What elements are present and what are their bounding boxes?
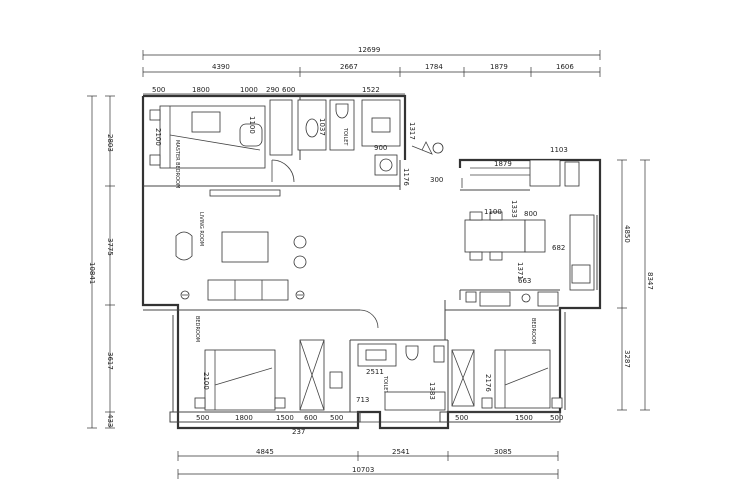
ottoman-1 — [293, 235, 307, 249]
fridge — [529, 159, 561, 187]
dim-top-4: 1879 — [490, 63, 508, 71]
dim-682: 682 — [552, 244, 565, 252]
dim-top-5: 1606 — [556, 63, 574, 71]
dim-1371: 1371 — [516, 262, 524, 280]
dim-sub-1: 500 — [152, 86, 165, 94]
dim-bottom-2: 2541 — [392, 448, 410, 456]
toilet-bowl-bottom — [405, 345, 419, 361]
second-bedroom-label: BEDROOM — [194, 316, 200, 342]
dim-left-1: 2803 — [106, 134, 114, 152]
coffee-table — [221, 231, 269, 263]
ottoman-2 — [293, 255, 307, 269]
dim-left-2: 3775 — [106, 238, 114, 256]
right-dimensions: 4850 3287 8347 — [617, 159, 654, 411]
master-bedroom-label: MASTER BEDROOM — [174, 140, 180, 188]
dim-sub-3: 1000 — [240, 86, 258, 94]
dim-2176: 2176 — [484, 374, 492, 392]
dim-left-total: 10841 — [88, 262, 96, 284]
dim-713: 713 — [356, 396, 369, 404]
sofa — [207, 279, 289, 301]
dim-sub-6: 1522 — [362, 86, 380, 94]
dim-300: 300 — [430, 176, 443, 184]
dim-bottom-total: 10703 — [352, 466, 374, 474]
dim-237: 237 — [292, 428, 305, 436]
living-room: LIVING ROOM — [175, 189, 379, 329]
toilet-top: TOILET — [297, 99, 444, 176]
dim-800: 800 — [524, 210, 537, 218]
toilet-bowl-top — [335, 103, 349, 119]
second-bedroom: BEDROOM — [194, 316, 343, 411]
dim-left-3: 3617 — [106, 352, 114, 370]
top-dimensions: 12699 4390 2667 1784 1879 1606 500 1800 … — [142, 46, 601, 95]
bottom-dimensions: 4845 2541 3085 10703 500 1800 1500 600 5… — [177, 414, 563, 479]
dim-bottom-3: 3085 — [494, 448, 512, 456]
dim-1037: 1037 — [318, 118, 326, 136]
dim-2100-b: 2100 — [202, 372, 210, 390]
living-room-label: LIVING ROOM — [198, 212, 204, 246]
dim-bsub-1: 500 — [196, 414, 209, 422]
dim-sub-2: 1800 — [192, 86, 210, 94]
left-dimensions: 10841 2803 3775 3617 433 — [87, 95, 115, 429]
bedroom-right-label: BEDROOM — [530, 318, 536, 344]
dim-top-2: 2667 — [340, 63, 358, 71]
walls — [141, 94, 602, 430]
dim-2100-a: 2100 — [154, 128, 162, 146]
interior-dimensions: 2100 1100 1037 1317 900 1879 1103 1176 1… — [154, 116, 568, 404]
dim-bsub-3: 1500 — [276, 414, 294, 422]
dim-bsub-r2: 1500 — [515, 414, 533, 422]
dim-2511: 2511 — [366, 368, 384, 376]
dim-1100-b: 1100 — [484, 208, 502, 216]
bedroom-right: BEDROOM — [451, 318, 563, 409]
dim-sub-5: 600 — [282, 86, 295, 94]
dim-right-total: 8347 — [646, 272, 654, 290]
dim-sub-4: 290 — [266, 86, 279, 94]
toilet-bottom: TOILET — [357, 343, 446, 411]
dim-bsub-r3: 500 — [550, 414, 563, 422]
dim-left-4: 433 — [106, 414, 114, 427]
plant-icon — [432, 142, 444, 154]
toilet-top-label: TOILET — [342, 127, 348, 146]
armchair-master — [239, 123, 263, 147]
dim-bottom-1: 4845 — [256, 448, 274, 456]
dim-663: 663 — [518, 277, 531, 285]
dim-1383: 1383 — [428, 382, 436, 400]
dim-bsub-5: 500 — [330, 414, 343, 422]
dim-bsub-4: 600 — [304, 414, 317, 422]
dim-top-1: 4390 — [212, 63, 230, 71]
bed-bottom-left — [204, 349, 276, 411]
bed-bottom-right — [494, 349, 551, 409]
sideboard — [524, 219, 546, 253]
dining-table — [464, 219, 526, 253]
dim-top-3: 1784 — [425, 63, 443, 71]
dim-1176: 1176 — [402, 168, 410, 186]
dim-bsub-r1: 500 — [455, 414, 468, 422]
dim-1333: 1333 — [510, 200, 518, 218]
master-bedroom: MASTER BEDROOM — [149, 99, 295, 188]
dim-right-1: 4850 — [623, 225, 631, 243]
bathtub — [384, 391, 446, 411]
armchair-living — [175, 231, 193, 261]
basin-top — [305, 118, 319, 138]
toilet-bottom-label: TOILET — [382, 375, 388, 394]
dim-1100: 1100 — [248, 116, 256, 134]
dim-1103: 1103 — [550, 146, 568, 154]
dim-1317: 1317 — [408, 122, 416, 140]
dining-kitchen — [461, 159, 595, 307]
wardrobe-master — [269, 99, 293, 156]
tv-cabinet — [209, 189, 281, 197]
dim-bsub-2: 1800 — [235, 414, 253, 422]
dim-top-total: 12699 — [358, 46, 380, 54]
dim-right-2: 3287 — [623, 350, 631, 368]
dim-1879: 1879 — [494, 160, 512, 168]
dim-900: 900 — [374, 144, 387, 152]
